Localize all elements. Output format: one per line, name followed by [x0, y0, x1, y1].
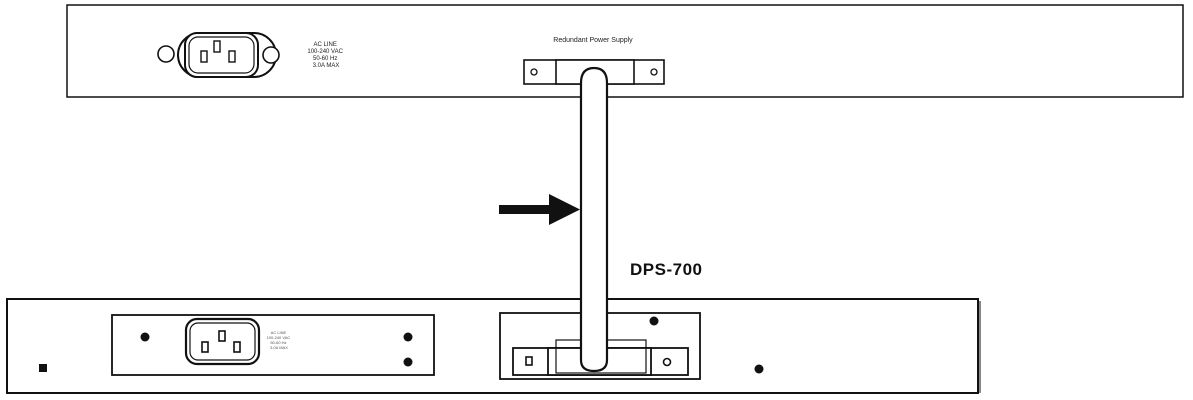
top-inlet-screw-right: [262, 46, 280, 64]
top-ac-power-inlet: [157, 32, 280, 78]
top-rps-label: Redundant Power Supply: [553, 37, 633, 44]
bottom-dps-rear-panel: AC LINE 100-240 VAC 50-60 Hz 3.0A MAX DP…: [6, 260, 981, 394]
bottom-ac-label-4: 3.0A MAX: [270, 345, 288, 350]
rps-cable-body: [579, 66, 609, 373]
bottom-chassis-screw-left: [39, 364, 47, 372]
bottom-ac-label-1: AC LINE: [271, 330, 287, 335]
top-switch-rear-panel: AC LINE 100-240 VAC 50-60 Hz 3.0A MAX Re…: [66, 4, 1184, 98]
bottom-inlet-pin-left: [201, 341, 209, 353]
rps-cable: [579, 66, 609, 373]
top-ac-line-label-3: 50-60 Hz: [313, 56, 337, 62]
top-inlet-pin-left: [200, 50, 208, 63]
bottom-ac-module: AC LINE 100-240 VAC 50-60 Hz 3.0A MAX: [111, 314, 435, 376]
bottom-inlet-pin-center: [218, 330, 226, 342]
bottom-ac-label-2: 100-240 VAC: [267, 335, 291, 340]
top-ac-line-label-2: 100-240 VAC: [307, 49, 343, 55]
bottom-rps-module-screw-top: [649, 316, 659, 326]
bottom-inlet-socket-inner: [189, 322, 256, 361]
top-rps-screw-left: [530, 68, 538, 76]
top-ac-line-label: AC LINE 100-240 VAC 50-60 Hz 3.0A MAX: [307, 42, 344, 69]
direction-arrow: [499, 194, 580, 225]
top-inlet-pin-center: [213, 40, 221, 53]
bottom-ac-label: AC LINE 100-240 VAC 50-60 Hz 3.0A MAX: [267, 330, 292, 350]
bottom-ac-label-3: 50-60 Hz: [270, 340, 286, 345]
top-rps-screw-right: [650, 68, 658, 76]
bottom-ac-module-plate: [111, 314, 435, 376]
bottom-ac-module-screw-br: [403, 357, 413, 367]
bottom-ac-module-screw-tr: [403, 332, 413, 342]
top-ac-line-label-4: 3.0A MAX: [313, 63, 340, 69]
arrow-head: [549, 194, 580, 225]
bottom-rps-screw-left: [525, 356, 533, 366]
bottom-chassis-screw-right: [754, 364, 764, 374]
top-ac-line-label-1: AC LINE: [313, 42, 336, 48]
bottom-inlet-pin-right: [233, 341, 241, 353]
top-inlet-screw-left: [157, 45, 175, 63]
bottom-ac-power-inlet: [184, 317, 261, 366]
top-inlet-socket: [184, 32, 259, 78]
top-inlet-pin-right: [228, 50, 236, 63]
bottom-ac-module-screw-tl: [140, 332, 150, 342]
arrow-shaft: [499, 205, 549, 214]
top-inlet-socket-inner: [188, 36, 255, 74]
bottom-rps-screw-right: [662, 357, 672, 367]
model-label: DPS-700: [630, 260, 702, 279]
